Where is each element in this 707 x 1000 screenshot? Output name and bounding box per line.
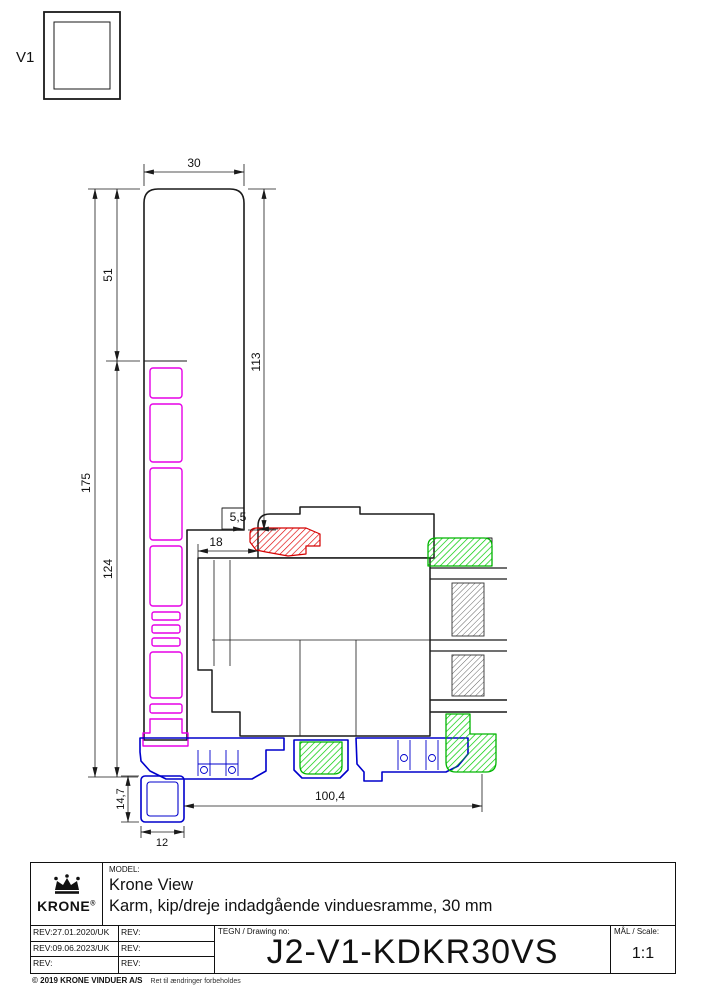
aluminium-end-profile: [140, 775, 185, 823]
dim-30: 30: [143, 156, 245, 186]
dim-14-7-text: 14,7: [115, 788, 127, 809]
revision-cell: REV:: [121, 958, 141, 969]
gasket-red: [249, 527, 321, 557]
glass-spacer: [451, 582, 485, 637]
copyright-line: © 2019 KRONE VINDUER A/S Ret til ændringe…: [32, 976, 241, 985]
dim-12: 12: [140, 826, 185, 849]
drawing-number: J2-V1-KDKR30VS: [266, 933, 559, 971]
dim-100-4-text: 100,4: [315, 789, 345, 803]
detail-view-symbol: V1: [16, 11, 121, 100]
revision-cell: REV:: [119, 926, 214, 942]
view-label: V1: [16, 49, 34, 66]
model-description: Karm, kip/dreje indadgående vinduesramme…: [109, 897, 493, 915]
scale-value: 1:1: [631, 944, 655, 962]
aluminium-sill-profile: [139, 737, 285, 780]
revision-table: REV:27.01.2020/UK REV: REV:09.06.2023/UK…: [31, 926, 215, 973]
dim-51: 51: [101, 188, 120, 362]
dim-113-text: 113: [249, 352, 263, 371]
revision-cell: REV:27.01.2020/UK: [31, 926, 119, 942]
gasket-green-bottom-right: [445, 713, 497, 773]
dim-124: 124: [101, 360, 120, 778]
dim-124-text: 124: [101, 559, 115, 579]
gasket-green-glazing: [427, 537, 493, 567]
glazing-unit: [430, 567, 507, 697]
dim-113: 113: [248, 188, 276, 531]
dimensions: 30 51 124 175 113: [79, 156, 483, 849]
dim-14-7: 14,7: [115, 775, 139, 823]
green-gaskets: [299, 537, 497, 775]
dim-175-text: 175: [79, 473, 93, 493]
aluminium-profiles: [139, 737, 469, 823]
gasket-green-bottom-left: [299, 741, 343, 775]
scale-label: MÅL / Scale:: [614, 927, 660, 936]
dim-5-5: 5,5: [222, 510, 278, 532]
glass-spacer: [451, 654, 485, 697]
sash-profile: [197, 506, 507, 737]
crown-icon: [53, 874, 80, 894]
model-label: MODEL:: [109, 865, 140, 874]
revision-cell: REV:: [119, 942, 214, 958]
revision-cell: REV:09.06.2023/UK: [31, 941, 119, 958]
model-name: Krone View: [109, 876, 194, 894]
dim-100-4: 100,4: [183, 774, 483, 812]
company-logo-text: KRONE®: [37, 898, 96, 914]
revision-cell: REV:: [31, 957, 119, 973]
frame-profile: [143, 188, 245, 741]
dim-175: 175: [79, 188, 98, 778]
rights-note: Ret til ændringer forbeholdes: [150, 978, 241, 985]
dim-18: 18: [197, 535, 259, 558]
dim-12-text: 12: [156, 837, 168, 849]
dim-5-5-text: 5,5: [230, 510, 247, 524]
dim-51-text: 51: [101, 268, 115, 282]
technical-drawing: V1: [16, 11, 507, 849]
thermal-break-strips: [142, 367, 189, 747]
title-block: KRONE® MODEL: Krone View Karm, kip/dreje…: [30, 862, 676, 974]
company-logo: KRONE®: [31, 863, 103, 925]
aluminium-sash-cover: [293, 739, 349, 779]
drawing-no-label: TEGN / Drawing no:: [218, 927, 290, 936]
dim-30-text: 30: [187, 156, 201, 170]
dim-18-text: 18: [209, 535, 223, 549]
copyright-text: © 2019 KRONE VINDUER A/S: [32, 976, 143, 985]
